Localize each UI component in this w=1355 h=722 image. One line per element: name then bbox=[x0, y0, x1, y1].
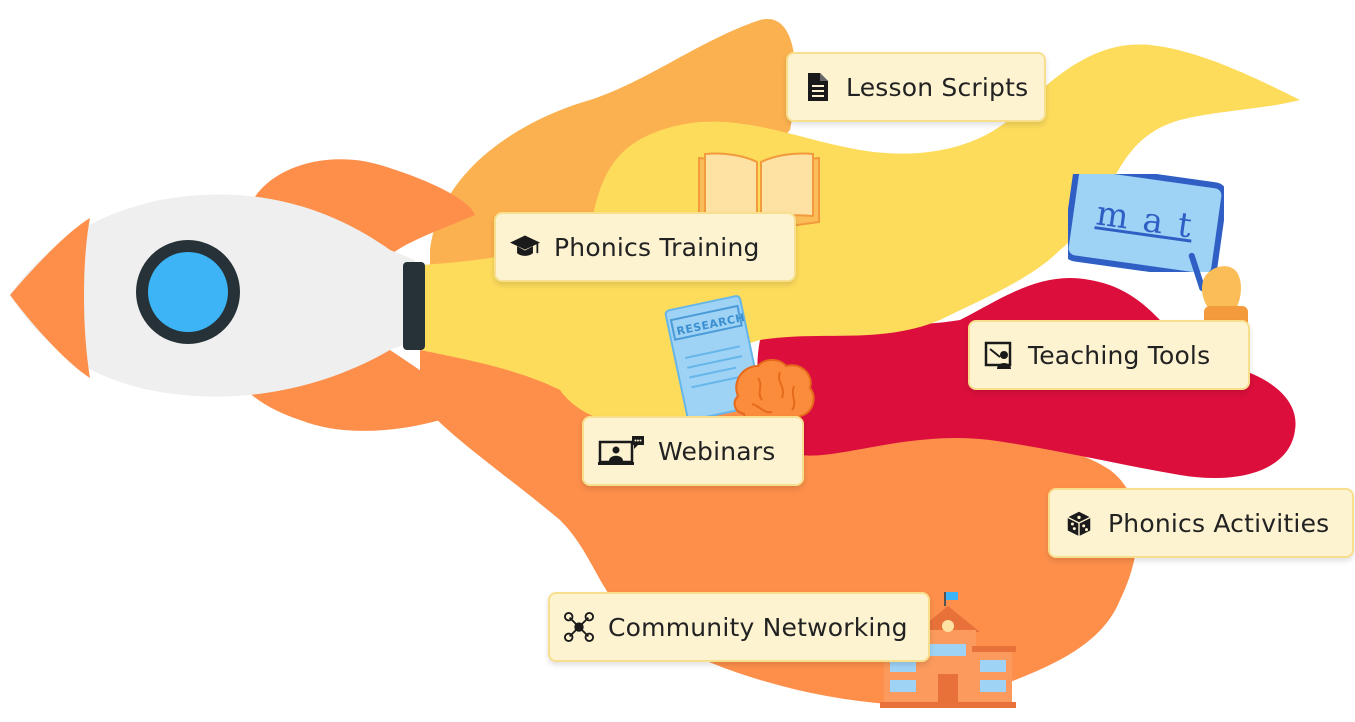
community-networking-label: Community Networking bbox=[608, 612, 908, 642]
yellow-flame bbox=[420, 44, 1300, 429]
whiteboard-illustration: m a t bbox=[1068, 174, 1224, 272]
whiteboard-teacher-icon bbox=[984, 340, 1014, 370]
school-building-icon bbox=[880, 592, 1016, 708]
phonics-activities-button[interactable]: Phonics Activities bbox=[1048, 488, 1354, 558]
document-icon bbox=[802, 72, 832, 102]
lesson-scripts-button[interactable]: Lesson Scripts bbox=[786, 52, 1046, 122]
teaching-tools-label: Teaching Tools bbox=[1028, 340, 1211, 370]
rocket-nozzle bbox=[403, 262, 425, 350]
graduation-cap-icon bbox=[510, 232, 540, 262]
teaching-tools-button[interactable]: Teaching Tools bbox=[968, 320, 1250, 390]
network-icon bbox=[564, 612, 594, 642]
phonics-training-button[interactable]: Phonics Training bbox=[494, 212, 796, 282]
rocket-nose bbox=[10, 218, 90, 378]
webinars-label: Webinars bbox=[658, 436, 776, 466]
lesson-scripts-label: Lesson Scripts bbox=[846, 72, 1029, 102]
webinars-button[interactable]: Webinars bbox=[582, 416, 804, 486]
phonics-training-label: Phonics Training bbox=[554, 232, 760, 262]
community-networking-button[interactable]: Community Networking bbox=[548, 592, 930, 662]
video-call-icon bbox=[598, 436, 644, 466]
phonics-activities-label: Phonics Activities bbox=[1108, 508, 1330, 538]
dice-icon bbox=[1064, 508, 1094, 538]
